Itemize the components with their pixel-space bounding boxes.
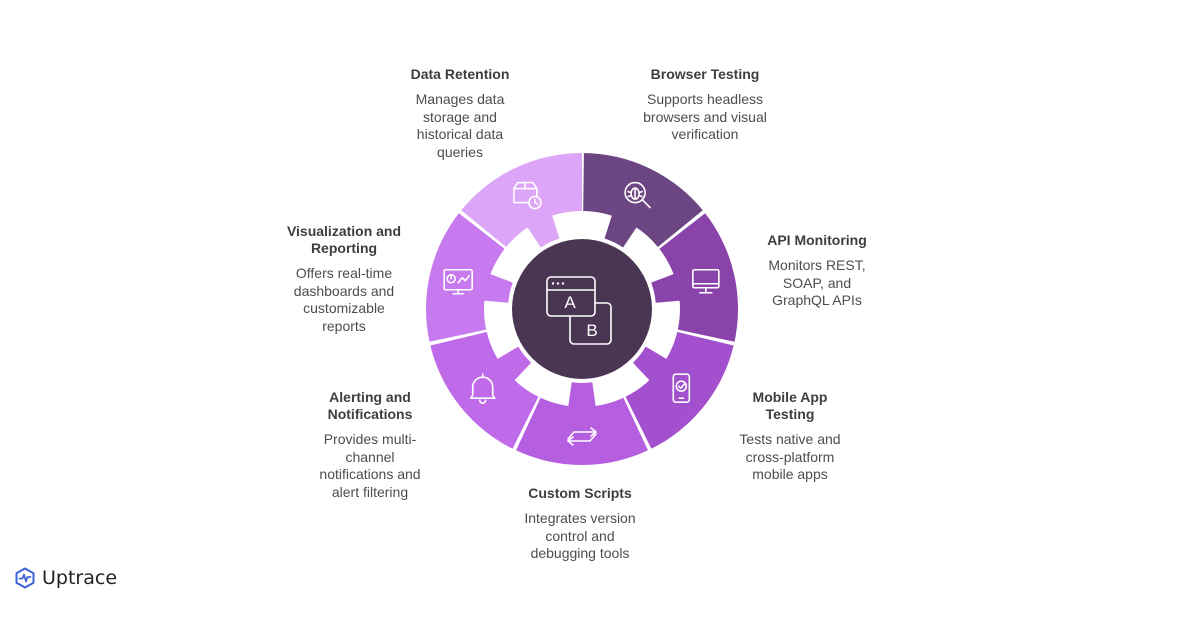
label-api-monitoring: API Monitoring Monitors REST, SOAP, and … bbox=[758, 232, 876, 310]
segment-connector bbox=[651, 273, 681, 303]
segment-outer-band bbox=[460, 153, 582, 248]
segment-custom-scripts bbox=[514, 382, 652, 466]
segment-separator bbox=[623, 395, 652, 452]
segment-outer-band bbox=[514, 397, 650, 466]
segment-alerting-notifications bbox=[429, 330, 541, 452]
center-label-b: B bbox=[586, 321, 597, 340]
box-clock-icon bbox=[513, 181, 542, 210]
label-title: Browser Testing bbox=[650, 66, 760, 82]
wheel-segments bbox=[425, 151, 739, 466]
label-visualization-reporting: Visualization and Reporting Offers real-… bbox=[282, 223, 406, 335]
center-hub: A B bbox=[512, 239, 652, 379]
segment-separator bbox=[458, 209, 507, 250]
segment-separator bbox=[657, 209, 706, 250]
label-description: Manages data storage and historical data… bbox=[415, 91, 505, 160]
label-alerting-notifications: Alerting and Notifications Provides mult… bbox=[310, 389, 430, 501]
label-description: Supports headless browsers and visual ve… bbox=[643, 91, 767, 142]
segment-connector bbox=[483, 273, 513, 303]
label-title: Visualization and Reporting bbox=[286, 223, 402, 256]
label-description: Offers real-time dashboards and customiz… bbox=[293, 265, 395, 334]
segment-api-monitoring bbox=[651, 209, 739, 344]
uptrace-logo-icon bbox=[15, 567, 35, 589]
monitor-icon bbox=[692, 268, 720, 294]
segment-connector bbox=[568, 382, 596, 409]
center-label-a: A bbox=[564, 293, 576, 312]
label-description: Provides multi-channel notifications and… bbox=[319, 431, 421, 500]
center-circle bbox=[512, 239, 652, 379]
label-description: Integrates version control and debugging… bbox=[524, 510, 636, 561]
dashboard-icon bbox=[443, 268, 473, 295]
segment-outer-band bbox=[658, 211, 739, 344]
segment-outer-band bbox=[425, 211, 506, 344]
segment-visualization-reporting bbox=[425, 211, 513, 346]
label-description: Monitors REST, SOAP, and GraphQL APIs bbox=[768, 257, 866, 308]
label-title: Mobile App Testing bbox=[752, 389, 828, 422]
label-description: Tests native and cross-platform mobile a… bbox=[739, 431, 841, 482]
segment-separator bbox=[676, 329, 736, 346]
segment-connector bbox=[527, 214, 560, 248]
label-title: Custom Scripts bbox=[528, 485, 632, 501]
segment-icons bbox=[443, 181, 720, 446]
bug-search-icon bbox=[624, 181, 651, 209]
label-title: Data Retention bbox=[410, 66, 510, 82]
label-browser-testing: Browser Testing Supports headless browse… bbox=[640, 66, 770, 144]
segment-connector bbox=[604, 214, 637, 248]
segment-data-retention bbox=[458, 153, 582, 250]
swap-arrows-icon bbox=[567, 427, 597, 446]
segment-connector bbox=[632, 346, 668, 381]
ab-test-icon bbox=[546, 276, 612, 345]
label-title: Alerting and Notifications bbox=[327, 389, 413, 422]
bell-icon bbox=[469, 373, 496, 404]
segment-outer-band bbox=[429, 330, 540, 450]
segment-separator bbox=[512, 395, 541, 452]
label-data-retention: Data Retention Manages data storage and … bbox=[395, 66, 525, 161]
brand-name: Uptrace bbox=[42, 567, 118, 589]
uptrace-brand[interactable]: Uptrace bbox=[14, 567, 117, 589]
segment-separator bbox=[428, 329, 488, 346]
label-title: API Monitoring bbox=[767, 232, 867, 248]
segment-connector bbox=[496, 346, 532, 381]
label-custom-scripts: Custom Scripts Integrates version contro… bbox=[514, 485, 646, 563]
label-mobile-app-testing: Mobile App Testing Tests native and cros… bbox=[730, 389, 850, 484]
mobile-check-icon bbox=[672, 373, 691, 403]
